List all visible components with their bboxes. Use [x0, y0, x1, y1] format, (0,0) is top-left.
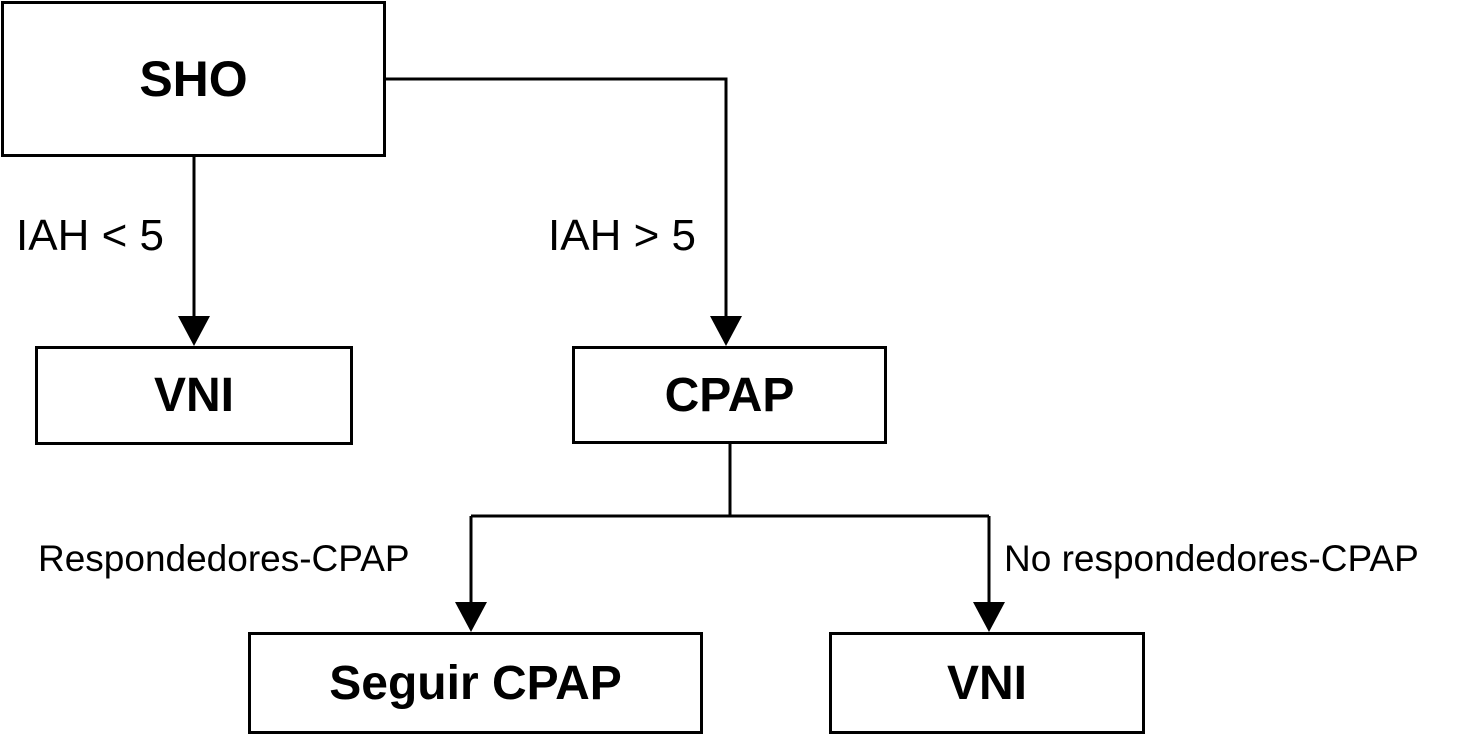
node-vni-right: VNI — [829, 632, 1145, 734]
node-sho: SHO — [1, 1, 386, 157]
arrowhead-cpap — [710, 316, 742, 346]
arrowhead-vni-right — [973, 602, 1005, 632]
node-vni-left-label: VNI — [153, 369, 234, 422]
edge-sho-to-cpap — [386, 77, 728, 318]
arrowhead-seguir-cpap — [455, 602, 487, 632]
edge-label-non-responders: No respondedores-CPAP — [1004, 538, 1419, 579]
node-vni-right-label: VNI — [946, 656, 1027, 710]
node-sho-label: SHO — [139, 51, 248, 107]
node-vni-left: VNI — [35, 346, 353, 445]
node-cpap-label: CPAP — [664, 368, 795, 422]
edge-label-responders: Respondedores-CPAP — [38, 538, 410, 579]
node-seguir-cpap-label: Seguir CPAP — [329, 656, 622, 710]
edge-label-iah-low: IAH < 5 — [16, 211, 164, 260]
node-seguir-cpap: Seguir CPAP — [248, 632, 703, 734]
arrowhead-vni-left — [178, 316, 210, 346]
node-cpap: CPAP — [572, 346, 887, 444]
edge-label-iah-high: IAH > 5 — [548, 211, 696, 260]
